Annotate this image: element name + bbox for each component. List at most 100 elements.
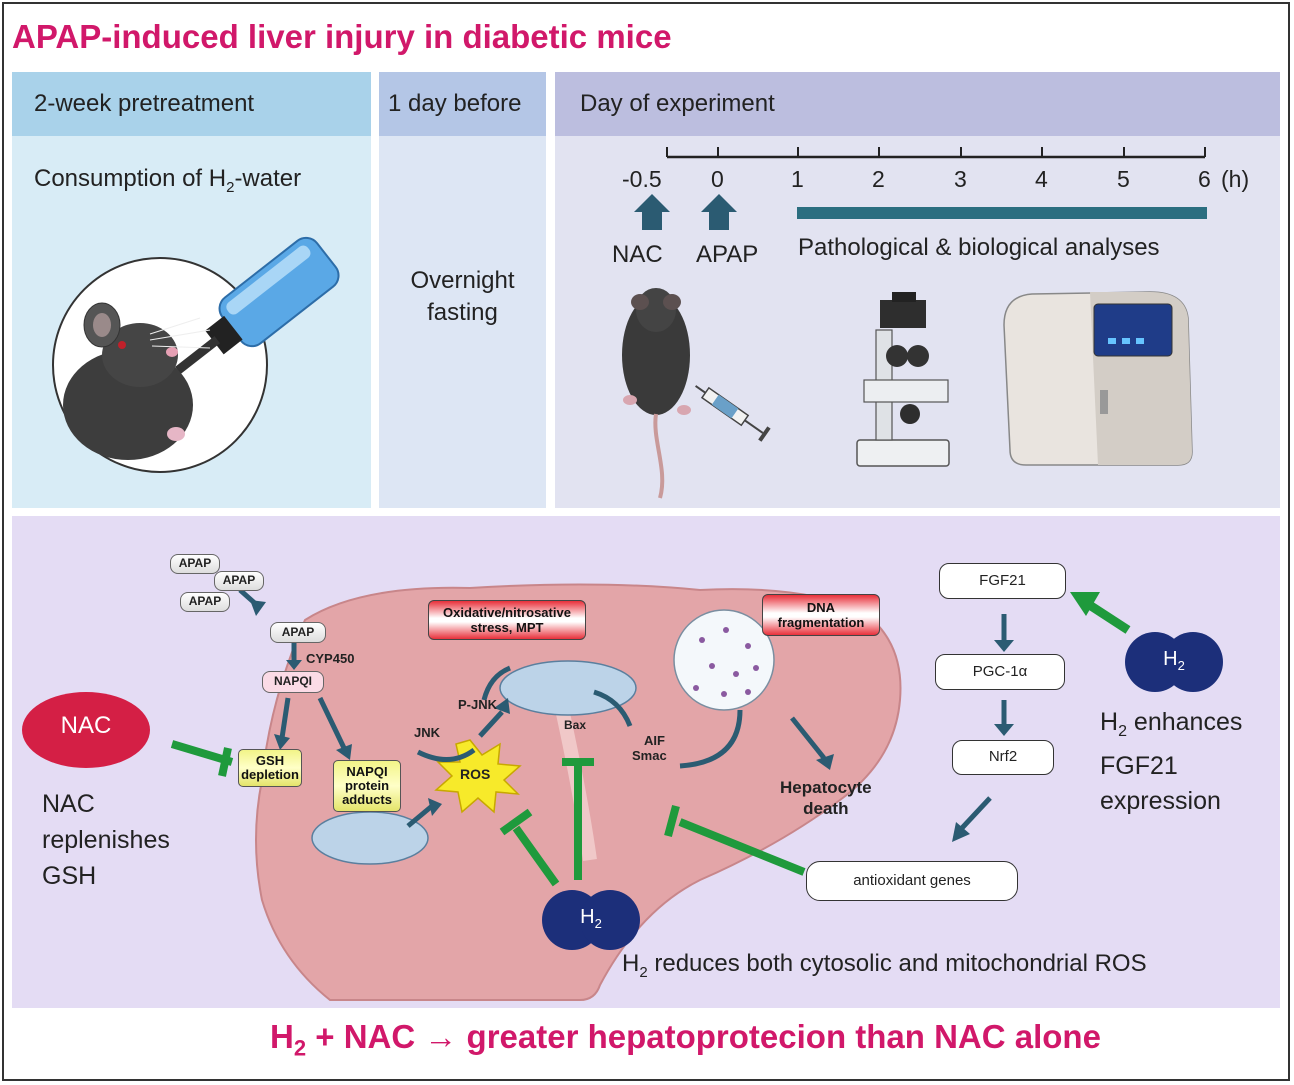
box-line: adducts — [342, 792, 392, 807]
h2-subscript: 2 — [1177, 658, 1185, 673]
tick-label: 5 — [1117, 166, 1130, 192]
box-line: protein — [344, 778, 390, 793]
apap-metabolite-pill: APAP — [270, 622, 326, 643]
footer-subscript: 2 — [293, 1035, 307, 1061]
tick-label: 6 — [1198, 166, 1211, 192]
mitochondrion-lower — [311, 811, 429, 865]
microscope-icon — [856, 292, 950, 467]
mitochondrion-upper — [499, 660, 637, 716]
tick-label: 0 — [711, 166, 724, 192]
box-line: DNA — [806, 600, 836, 615]
ros-burst — [434, 739, 522, 814]
death-line-1: Hepatocyte — [780, 778, 872, 797]
apap-pill: APAP — [180, 592, 230, 612]
fasting-line-1: Overnight — [410, 267, 515, 294]
h2-molecule-center — [542, 890, 640, 950]
caption-subscript: 2 — [226, 178, 235, 196]
fasting-line-2: fasting — [427, 299, 498, 326]
tick-label: -0.5 — [622, 166, 662, 192]
pretreatment-header: 2-week pretreatment — [34, 90, 255, 117]
dna-fragmentation-box: DNA fragmentation — [762, 594, 880, 636]
conclusion-footer: H2 + NAC → greater hepatoprotecion than … — [270, 1018, 1101, 1062]
box-line: stress, MPT — [470, 620, 544, 635]
smac-text: Smac — [632, 748, 667, 763]
tick-label: 1 — [791, 166, 804, 192]
apap-pill: APAP — [214, 571, 264, 591]
nac-caption-line: NAC — [42, 790, 95, 818]
nac-oval-label: NAC — [60, 712, 112, 739]
napqi-adducts-box: NAPQI protein adducts — [333, 760, 401, 812]
nac-caption-line: GSH — [42, 862, 97, 890]
day-before-body-bg — [379, 136, 546, 508]
box-line: fragmentation — [777, 615, 865, 630]
footer-h: H — [270, 1018, 294, 1055]
analysis-bar — [797, 207, 1207, 219]
box-line: depletion — [241, 767, 299, 782]
pgc1a-box: PGC-1α — [935, 654, 1065, 690]
h2-symbol: H — [580, 906, 595, 928]
h2-subscript: 2 — [1118, 723, 1127, 740]
nac-label: NAC — [612, 241, 663, 268]
apap-pill: APAP — [170, 554, 220, 574]
analysis-label: Pathological & biological analyses — [798, 234, 1160, 261]
p-jnk-label: P-JNK — [458, 697, 498, 712]
nrf2-box: Nrf2 — [952, 740, 1054, 775]
caption-text-post: -water — [234, 165, 302, 192]
fragmented-nucleus — [673, 609, 775, 711]
reduces-text: reduces both cytosolic and mitochondrial… — [654, 950, 1147, 977]
experiment-header: Day of experiment — [580, 90, 775, 117]
mouse-top-view-icon — [622, 288, 691, 499]
hepatocyte-death-label: Hepatocyte death — [780, 777, 872, 819]
figure-title: APAP-induced liver injury in diabetic mi… — [12, 18, 672, 55]
h2-subscript: 2 — [639, 963, 648, 981]
day-before-header-bg — [379, 72, 546, 136]
ros-label: ROS — [460, 766, 491, 782]
h2-symbol: H — [1163, 648, 1178, 670]
day-before-header: 1 day before — [388, 90, 522, 117]
fasting-caption: Overnight fasting — [379, 265, 546, 329]
nac-caption-line: replenishes — [42, 826, 170, 854]
enhances-line-3: expression — [1100, 787, 1221, 815]
antioxidant-genes-box: antioxidant genes — [806, 861, 1018, 901]
syringe-icon — [695, 385, 771, 442]
tick-label: 4 — [1035, 166, 1048, 192]
nac-caption: NAC replenishes GSH — [42, 786, 170, 894]
box-line: GSH — [255, 753, 285, 768]
h2-subscript: 2 — [594, 916, 602, 931]
h2-reduces-caption: H2 reduces both cytosolic and mitochondr… — [622, 950, 1147, 981]
h2-center-label: H2 — [551, 906, 631, 931]
napqi-pill: NAPQI — [262, 671, 324, 693]
apap-arrow — [701, 194, 737, 230]
cyp450-label: CYP450 — [306, 651, 355, 666]
tick-label: 3 — [954, 166, 967, 192]
h2-symbol: H — [1100, 708, 1119, 736]
experiment-header-bg — [555, 72, 1280, 136]
h2-right-label: H2 — [1134, 648, 1214, 673]
apap-label: APAP — [696, 241, 759, 268]
analyzer-machine-icon — [1003, 291, 1193, 466]
tick-label: 2 — [872, 166, 885, 192]
box-line: Oxidative/nitrosative — [443, 605, 571, 620]
fgf21-box: FGF21 — [939, 563, 1066, 599]
aif-smac-label: AIF Smac — [632, 733, 667, 763]
h2-molecule-right — [1125, 632, 1223, 692]
nac-arrow — [634, 194, 670, 230]
oxidative-stress-box: Oxidative/nitrosative stress, MPT — [428, 600, 586, 640]
h2-enhances-caption: H2 enhances FGF21 expression — [1100, 705, 1242, 819]
gsh-depletion-box: GSH depletion — [238, 749, 302, 787]
enhances-line-2: FGF21 — [1100, 752, 1178, 780]
enhances-text: enhances — [1133, 708, 1243, 736]
footer-text: + NAC → greater hepatoprotecion than NAC… — [306, 1018, 1101, 1055]
pretreatment-caption: Consumption of H2-water — [34, 165, 301, 196]
caption-text: Consumption of H — [34, 165, 227, 192]
pretreatment-header-bg — [12, 72, 371, 136]
aif-text: AIF — [644, 733, 665, 748]
time-unit: (h) — [1221, 166, 1250, 192]
jnk-label: JNK — [414, 725, 441, 740]
h2-symbol: H — [622, 950, 640, 977]
death-line-2: death — [803, 799, 849, 818]
bax-label: Bax — [564, 718, 587, 732]
